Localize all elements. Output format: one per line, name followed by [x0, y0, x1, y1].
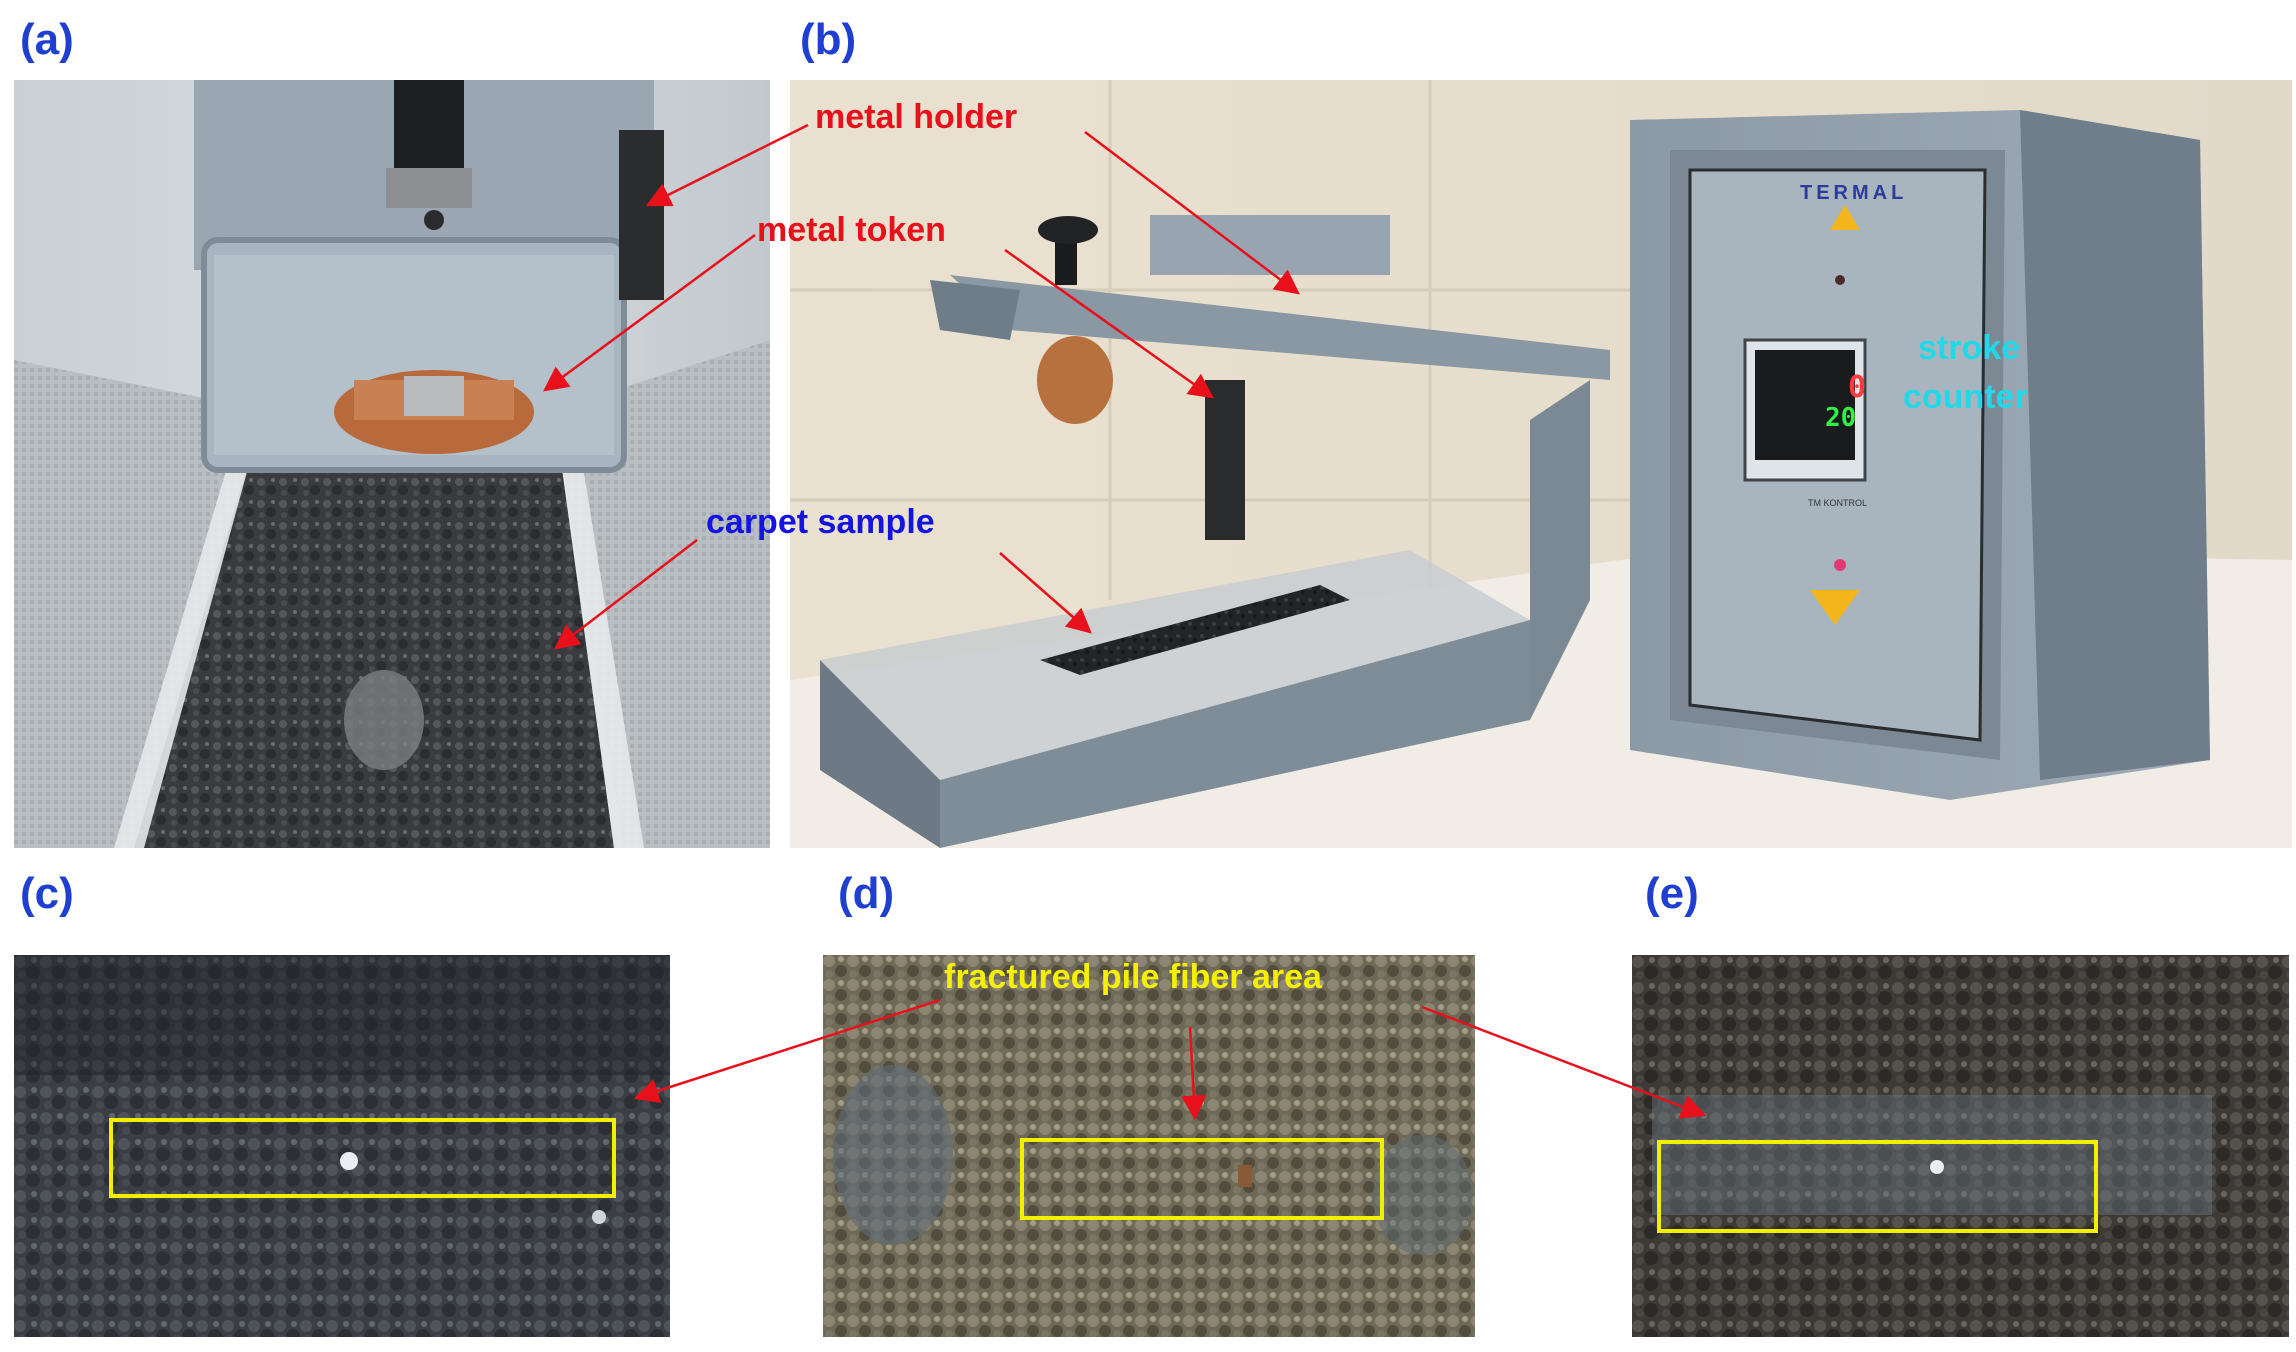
- label-fractured-area: fractured pile fiber area: [944, 958, 1322, 996]
- photo-c-fractured-area: [14, 955, 670, 1337]
- panel-label-e: (e): [1645, 869, 1699, 918]
- photo-d-fractured-area: [823, 955, 1475, 1337]
- photo-b-apparatus: [790, 80, 2292, 848]
- photo-a-holder-closeup: [14, 80, 770, 848]
- device-display-top: 0: [1848, 370, 1867, 405]
- device-control-label: TM KONTROL: [1808, 498, 1868, 508]
- photo-e-fractured-area: [1632, 955, 2289, 1337]
- label-stroke: stroke: [1918, 329, 2021, 367]
- panel-label-c: (c): [20, 869, 74, 918]
- panel-label-a: (a): [20, 15, 74, 64]
- label-counter: counter: [1903, 378, 2028, 416]
- label-metal-token: metal token: [757, 211, 946, 249]
- panel-label-b: (b): [800, 15, 857, 64]
- panel-label-d: (d): [838, 869, 895, 918]
- label-metal-holder: metal holder: [815, 98, 1018, 136]
- label-carpet-sample: carpet sample: [706, 503, 935, 541]
- device-display-bottom: 20: [1825, 403, 1857, 433]
- device-brand-text: TERMAL: [1800, 182, 1908, 204]
